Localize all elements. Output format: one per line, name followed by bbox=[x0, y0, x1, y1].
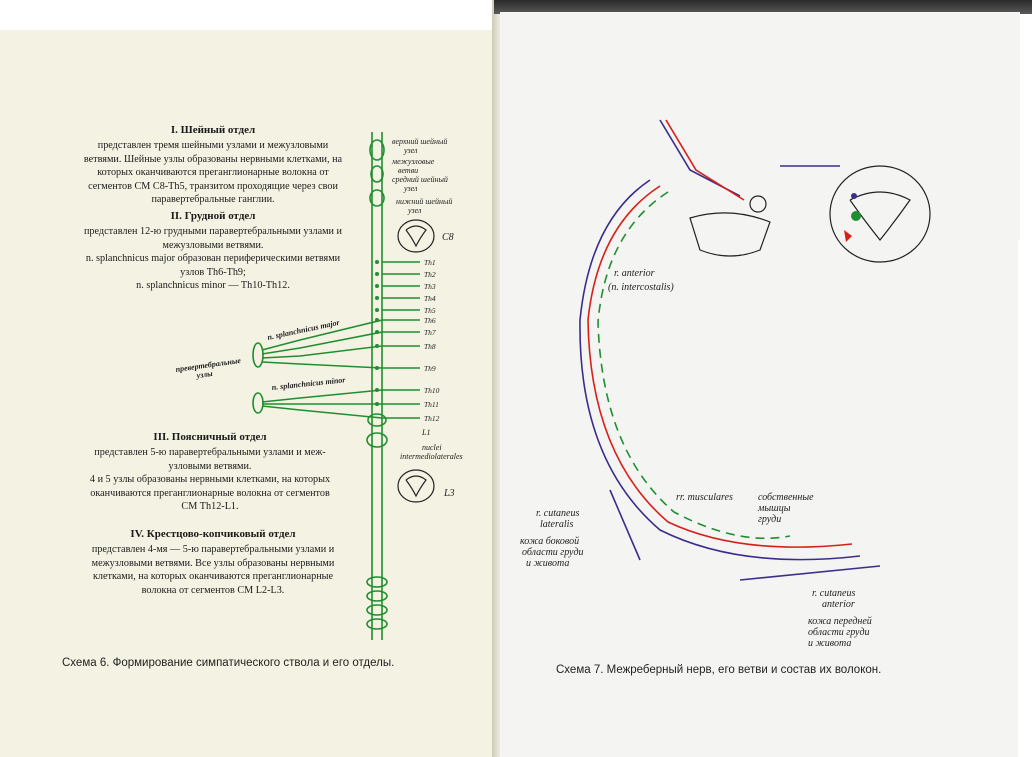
section-body: представлен 12-ю грудными паравертебраль… bbox=[83, 226, 343, 292]
label-rr-musculares: rr. musculares bbox=[676, 492, 733, 503]
section-title: IV. Крестцово-копчиковый отдел bbox=[130, 528, 296, 540]
page-edge bbox=[1018, 240, 1032, 757]
splanchnic-minor-nerve bbox=[261, 389, 383, 403]
th-label: Th10 bbox=[424, 386, 440, 395]
sacral-ganglion bbox=[366, 576, 388, 588]
section-thoracic: II. Грудной отдел представлен 12-ю грудн… bbox=[48, 210, 378, 292]
left-page bbox=[0, 30, 493, 757]
section-title: III. Поясничный отдел bbox=[153, 431, 267, 443]
trunk-ganglion bbox=[367, 413, 387, 427]
intercostal-nerve-red bbox=[587, 185, 853, 548]
splanchnic-major-nerve bbox=[261, 345, 383, 359]
vertebra-body bbox=[689, 212, 771, 257]
splanchnic-major-nerve bbox=[261, 331, 383, 355]
spinal-cord-section-l3 bbox=[397, 469, 435, 503]
th-label: Th9 bbox=[424, 364, 436, 373]
lateral-horn-nucleus bbox=[851, 211, 861, 221]
section-lumbar: III. Поясничный отдел представлен 5-ю па… bbox=[50, 431, 370, 513]
label-r-anterior: r. anterior bbox=[614, 268, 655, 279]
anterior-cutaneous-branch bbox=[739, 565, 881, 581]
th-label: Th11 bbox=[424, 400, 439, 409]
sacral-ganglion bbox=[366, 618, 388, 630]
upper-cervical-ganglion bbox=[369, 139, 385, 161]
caption-scheme-7: Схема 7. Межреберный нерв, его ветви и с… bbox=[556, 664, 882, 676]
thoracic-ganglia-dots bbox=[375, 260, 379, 406]
gray-matter bbox=[849, 191, 911, 241]
dorsal-horn-nucleus bbox=[851, 193, 857, 199]
caption-scheme-6: Схема 6. Формирование симпатического ств… bbox=[62, 657, 395, 669]
label-l3: L3 bbox=[443, 488, 455, 499]
spinal-cord-section bbox=[829, 165, 931, 263]
prevertebral-ganglion bbox=[252, 392, 264, 414]
section-sacral: IV. Крестцово-копчиковый отдел представл… bbox=[48, 528, 378, 597]
section-body: представлен тремя шейными узлами и межуз… bbox=[83, 140, 343, 206]
book-edge bbox=[494, 0, 1032, 14]
lateral-cutaneous-branch bbox=[609, 489, 641, 561]
prevertebral-ganglion bbox=[252, 342, 264, 368]
gray-matter bbox=[405, 225, 427, 248]
section-title: I. Шейный отдел bbox=[170, 124, 256, 136]
th-label: Th8 bbox=[424, 342, 436, 351]
right-page bbox=[500, 12, 1020, 757]
trunk-ganglion bbox=[366, 432, 388, 448]
label-c8: C8 bbox=[442, 232, 454, 243]
spinal-ganglion bbox=[749, 195, 767, 213]
th-label: Th4 bbox=[424, 294, 436, 303]
intercostal-nerve-green bbox=[597, 191, 791, 540]
ventral-horn-nucleus bbox=[844, 230, 852, 242]
spinal-cord-section-c8 bbox=[397, 219, 435, 253]
splanchnic-minor-nerve bbox=[261, 405, 383, 419]
splanchnic-major-nerve bbox=[261, 361, 383, 369]
th-label: Th2 bbox=[424, 270, 436, 279]
section-body: представлен 5-ю паравертебральными узлам… bbox=[89, 447, 331, 513]
label-n-intercostalis: (n. intercostalis) bbox=[608, 282, 674, 293]
label-prevertebral: превертебральныеузлы bbox=[175, 356, 243, 383]
section-title: II. Грудной отдел bbox=[170, 210, 256, 222]
label-splanchnic-minor: n. splanchnicus minor bbox=[271, 375, 346, 392]
th-label: Th5 bbox=[424, 306, 436, 315]
th-label: Th3 bbox=[424, 282, 436, 291]
lower-cervical-ganglion bbox=[369, 189, 385, 207]
root-red bbox=[665, 119, 745, 201]
section-body: представлен 4-мя — 5-ю паравертебральным… bbox=[91, 544, 335, 596]
thoracic-branches bbox=[382, 261, 420, 419]
section-cervical: I. Шейный отдел представлен тремя шейным… bbox=[48, 124, 378, 206]
th-label: Th7 bbox=[424, 328, 436, 337]
th-label: Th1 bbox=[424, 258, 436, 267]
gray-matter bbox=[405, 475, 427, 498]
sacral-ganglion bbox=[366, 590, 388, 602]
middle-cervical-ganglion bbox=[370, 165, 384, 183]
label-l1: L1 bbox=[421, 428, 430, 437]
th-label: Th6 bbox=[424, 316, 436, 325]
th-label: Th12 bbox=[424, 414, 440, 423]
page-gutter bbox=[492, 0, 502, 757]
sacral-ganglion bbox=[366, 604, 388, 616]
splanchnic-major-nerve bbox=[261, 319, 383, 351]
intercostal-nerve-blue bbox=[579, 179, 861, 561]
